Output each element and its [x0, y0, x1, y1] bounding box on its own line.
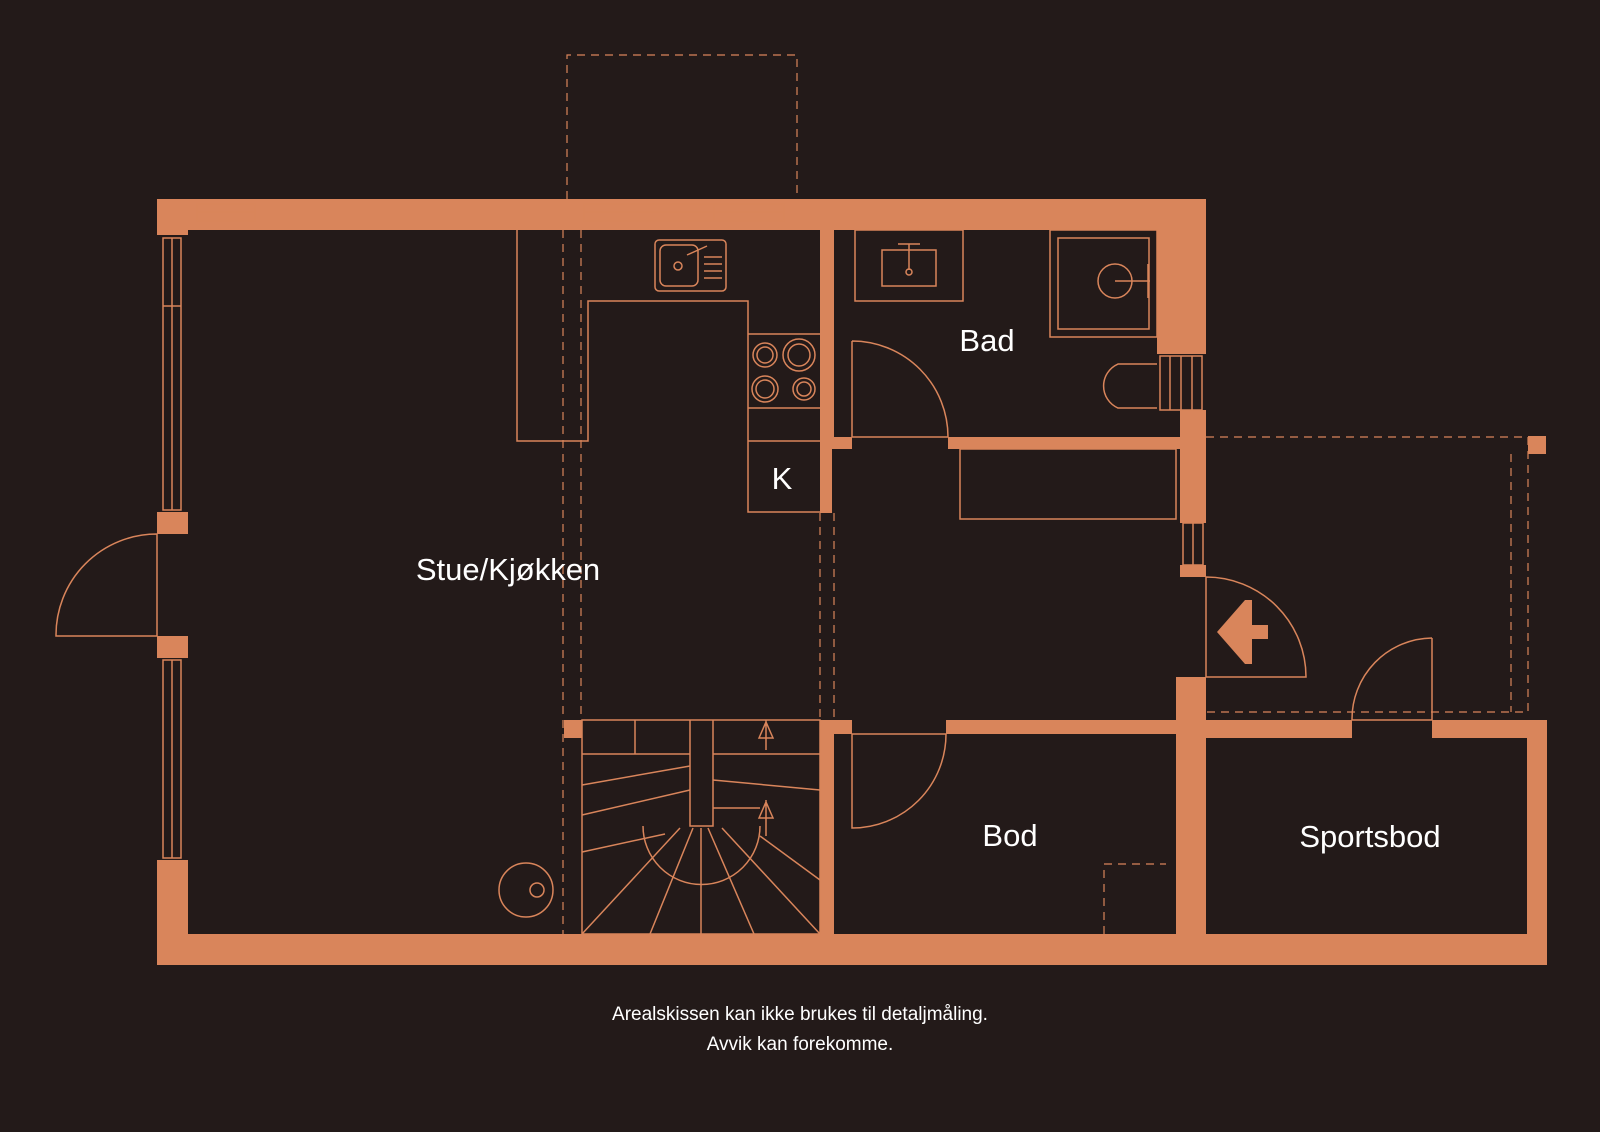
shower-icon: [1049, 229, 1158, 338]
kitchen-fixtures: [516, 230, 820, 513]
left-wall-lower-pier: [157, 636, 188, 658]
bod-door-swing: [851, 733, 947, 829]
dashed-lines: [562, 54, 1529, 934]
disclaimer-line-1: Arealskissen kan ikke brukes til detaljm…: [612, 1004, 988, 1025]
bottom-wall: [157, 934, 1547, 965]
window-hall: [1182, 522, 1204, 566]
hall-west-wall: [820, 449, 832, 513]
window-bath: [1159, 355, 1203, 411]
bath-door-swing: [851, 340, 949, 438]
window-left-upper: [162, 237, 182, 511]
hall-door-swing: [1205, 576, 1307, 678]
label-kitchen-mark: K: [772, 461, 793, 496]
window-left-lower: [162, 659, 182, 859]
right-wall-lower: [1176, 677, 1206, 965]
left-wall-top-corner: [157, 199, 188, 235]
staircase: [581, 719, 821, 935]
label-bod: Bod: [982, 818, 1037, 853]
sportsbod-top-wall-left: [1206, 720, 1352, 738]
bath-west-wall-stub: [820, 437, 852, 449]
sportsbod-door-swing: [1351, 637, 1433, 721]
entrance-door-swing: [55, 533, 158, 637]
window-top-kitchen: [583, 203, 785, 222]
left-wall-upper-pier: [157, 512, 188, 534]
balcony-outline: [566, 54, 798, 199]
bath-west-wall: [820, 230, 834, 449]
toilet-icon: [1102, 363, 1157, 409]
stair-arrow-lower-icon: [757, 800, 775, 836]
stair-arrow-upper-icon: [757, 720, 775, 750]
terrace-outline: [1206, 436, 1529, 713]
stair-post: [564, 720, 582, 738]
washbasin-icon: [854, 229, 964, 302]
bod-shelf-outline: [1103, 863, 1166, 934]
kitchen-counter: [516, 230, 820, 513]
disclaimer-note: Arealskissen kan ikke brukes til detaljm…: [0, 1000, 1600, 1060]
right-wall-upper: [1157, 199, 1206, 354]
wood-stove-icon: [498, 862, 554, 918]
label-sportsbod: Sportsbod: [1299, 819, 1440, 854]
right-wall-middle: [1180, 428, 1206, 523]
window-top-left: [196, 203, 256, 222]
hall-bench: [959, 448, 1177, 520]
bath-south-wall: [948, 437, 1180, 449]
sink-icon: [654, 239, 727, 292]
right-wall-below-window: [1180, 410, 1206, 428]
bod-west-wall: [820, 720, 834, 965]
stove-icon: [751, 338, 816, 403]
label-stue-kjokken: Stue/Kjøkken: [416, 552, 600, 587]
sportsbod-top-wall-right: [1432, 720, 1547, 738]
sportsbod-right-wall: [1527, 720, 1547, 965]
interior-walls: [564, 230, 1180, 965]
bod-north-wall: [946, 720, 1176, 734]
doors: [55, 340, 1433, 829]
bath-fixtures: [854, 229, 1158, 409]
entry-arrow-icon: [1217, 600, 1268, 664]
windows: [162, 203, 1204, 859]
right-wall-door-jamb: [1180, 565, 1206, 577]
terrace-post: [1528, 436, 1546, 454]
outer-walls: [157, 199, 1547, 965]
label-bad: Bad: [959, 323, 1014, 358]
disclaimer-line-2: Avvik kan forekomme.: [706, 1034, 894, 1055]
